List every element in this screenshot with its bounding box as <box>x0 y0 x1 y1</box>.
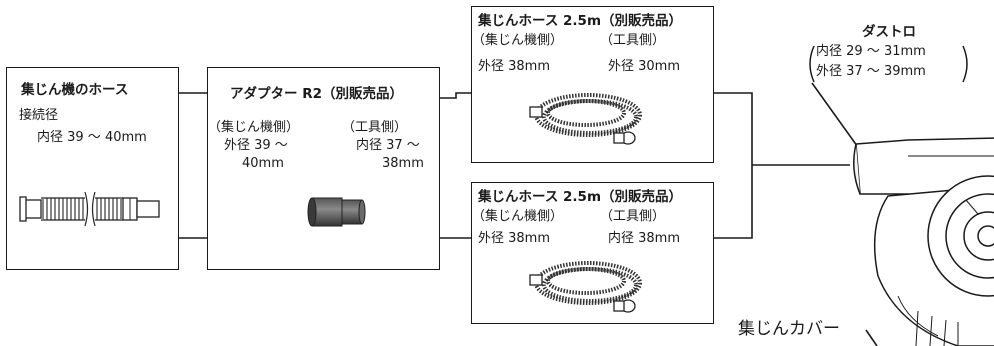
hose-2-5m-box-top: 集じんホース 2.5m（別販売品） （集じん機側） （工具側） 外径 38mm … <box>471 6 714 163</box>
dust-cover-label: 集じんカバー <box>738 319 840 339</box>
tool-side-value: 外径 30mm <box>608 59 681 74</box>
dust-side-heading: （集じん機側） <box>208 120 300 135</box>
adapter-illustration <box>307 197 366 227</box>
box-title: 集じんホース 2.5m（別販売品） <box>478 13 683 29</box>
box-title: 集じんホース 2.5m（別販売品） <box>478 189 683 205</box>
dust-cover-tool-illustration <box>853 137 994 346</box>
dust-side-heading: （集じん機側） <box>472 33 564 48</box>
dust-port-inner: 内径 29 ～ 31mm <box>816 44 926 59</box>
tool-side-value-1: 内径 37 ～ <box>356 138 420 153</box>
coiled-hose-illustration <box>529 261 642 313</box>
tool-side-heading: （工具側） <box>342 120 408 135</box>
adapter-r2-box: アダプター R2（別販売品） （集じん機側） 外径 39 ～ 40mm （工具側… <box>207 67 440 270</box>
tool-side-value-2: 38mm <box>382 156 424 171</box>
dust-side-heading: （集じん機側） <box>472 209 564 224</box>
dust-side-value: 外径 38mm <box>478 231 551 246</box>
dust-port-outer: 外径 37 ～ 39mm <box>816 64 926 79</box>
dust-collector-hose-box: 集じん機のホース 接続径 内径 39 ～ 40mm <box>6 67 179 270</box>
dust-side-value-1: 外径 39 ～ <box>224 138 288 153</box>
tool-side-heading: （工具側） <box>600 209 666 224</box>
coiled-hose-illustration <box>529 93 642 145</box>
connection-label: 接続径 <box>19 108 59 123</box>
tool-side-heading: （工具側） <box>600 33 666 48</box>
dust-collector-hose-illustration <box>19 191 160 227</box>
dust-port-title: ダストロ <box>862 24 916 40</box>
dust-side-value: 外径 38mm <box>478 59 551 74</box>
box-title: 集じん機のホース <box>21 82 129 98</box>
tool-side-value: 内径 38mm <box>608 231 681 246</box>
hose-2-5m-box-bottom: 集じんホース 2.5m（別販売品） （集じん機側） （工具側） 外径 38mm … <box>471 182 714 324</box>
dust-port-spec-bracket: 内径 29 ～ 31mm 外径 37 ～ 39mm <box>806 44 971 84</box>
dust-side-value-2: 40mm <box>242 156 284 171</box>
connection-spec: 内径 39 ～ 40mm <box>37 130 147 145</box>
box-title: アダプター R2（別販売品） <box>230 86 403 102</box>
